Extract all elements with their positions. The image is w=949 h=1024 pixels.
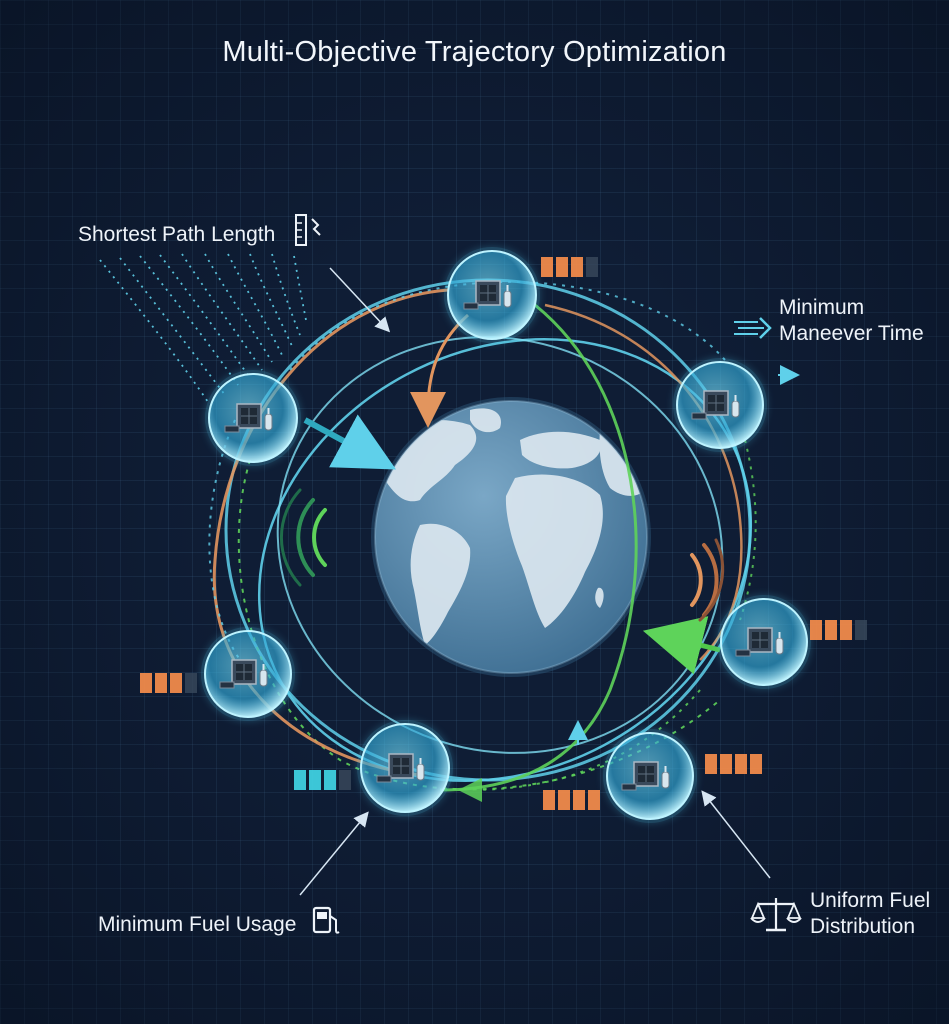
fuel-gauge [705,754,762,774]
ruler-icon [296,215,320,245]
satellite-node [205,370,301,466]
label-min-fuel: Minimum Fuel Usage [98,912,296,938]
fuel-gauge [543,790,600,810]
fuel-gauge [810,620,867,640]
satellite-node [717,595,811,689]
label-min-time-line1: Minimum [779,295,864,321]
satellite-node [357,720,453,816]
satellite-node [444,247,540,343]
fuel-pump-icon [314,908,339,933]
fuel-gauge [294,770,351,790]
label-uniform-line1: Uniform Fuel [810,888,930,914]
label-shortest-path: Shortest Path Length [78,222,275,248]
fuel-gauge [140,673,197,693]
label-uniform-line2: Distribution [810,914,915,940]
speed-arrow-icon [734,318,770,338]
page-title: Multi-Objective Trajectory Optimization [0,36,949,69]
label-min-time-line2: Maneever Time [779,321,924,347]
satellite-node [603,729,697,823]
satellite-node [201,627,295,721]
fuel-gauge [541,257,598,277]
balance-scale-icon [751,898,801,930]
earth-globe-icon [371,397,651,677]
satellite-node [673,358,767,452]
